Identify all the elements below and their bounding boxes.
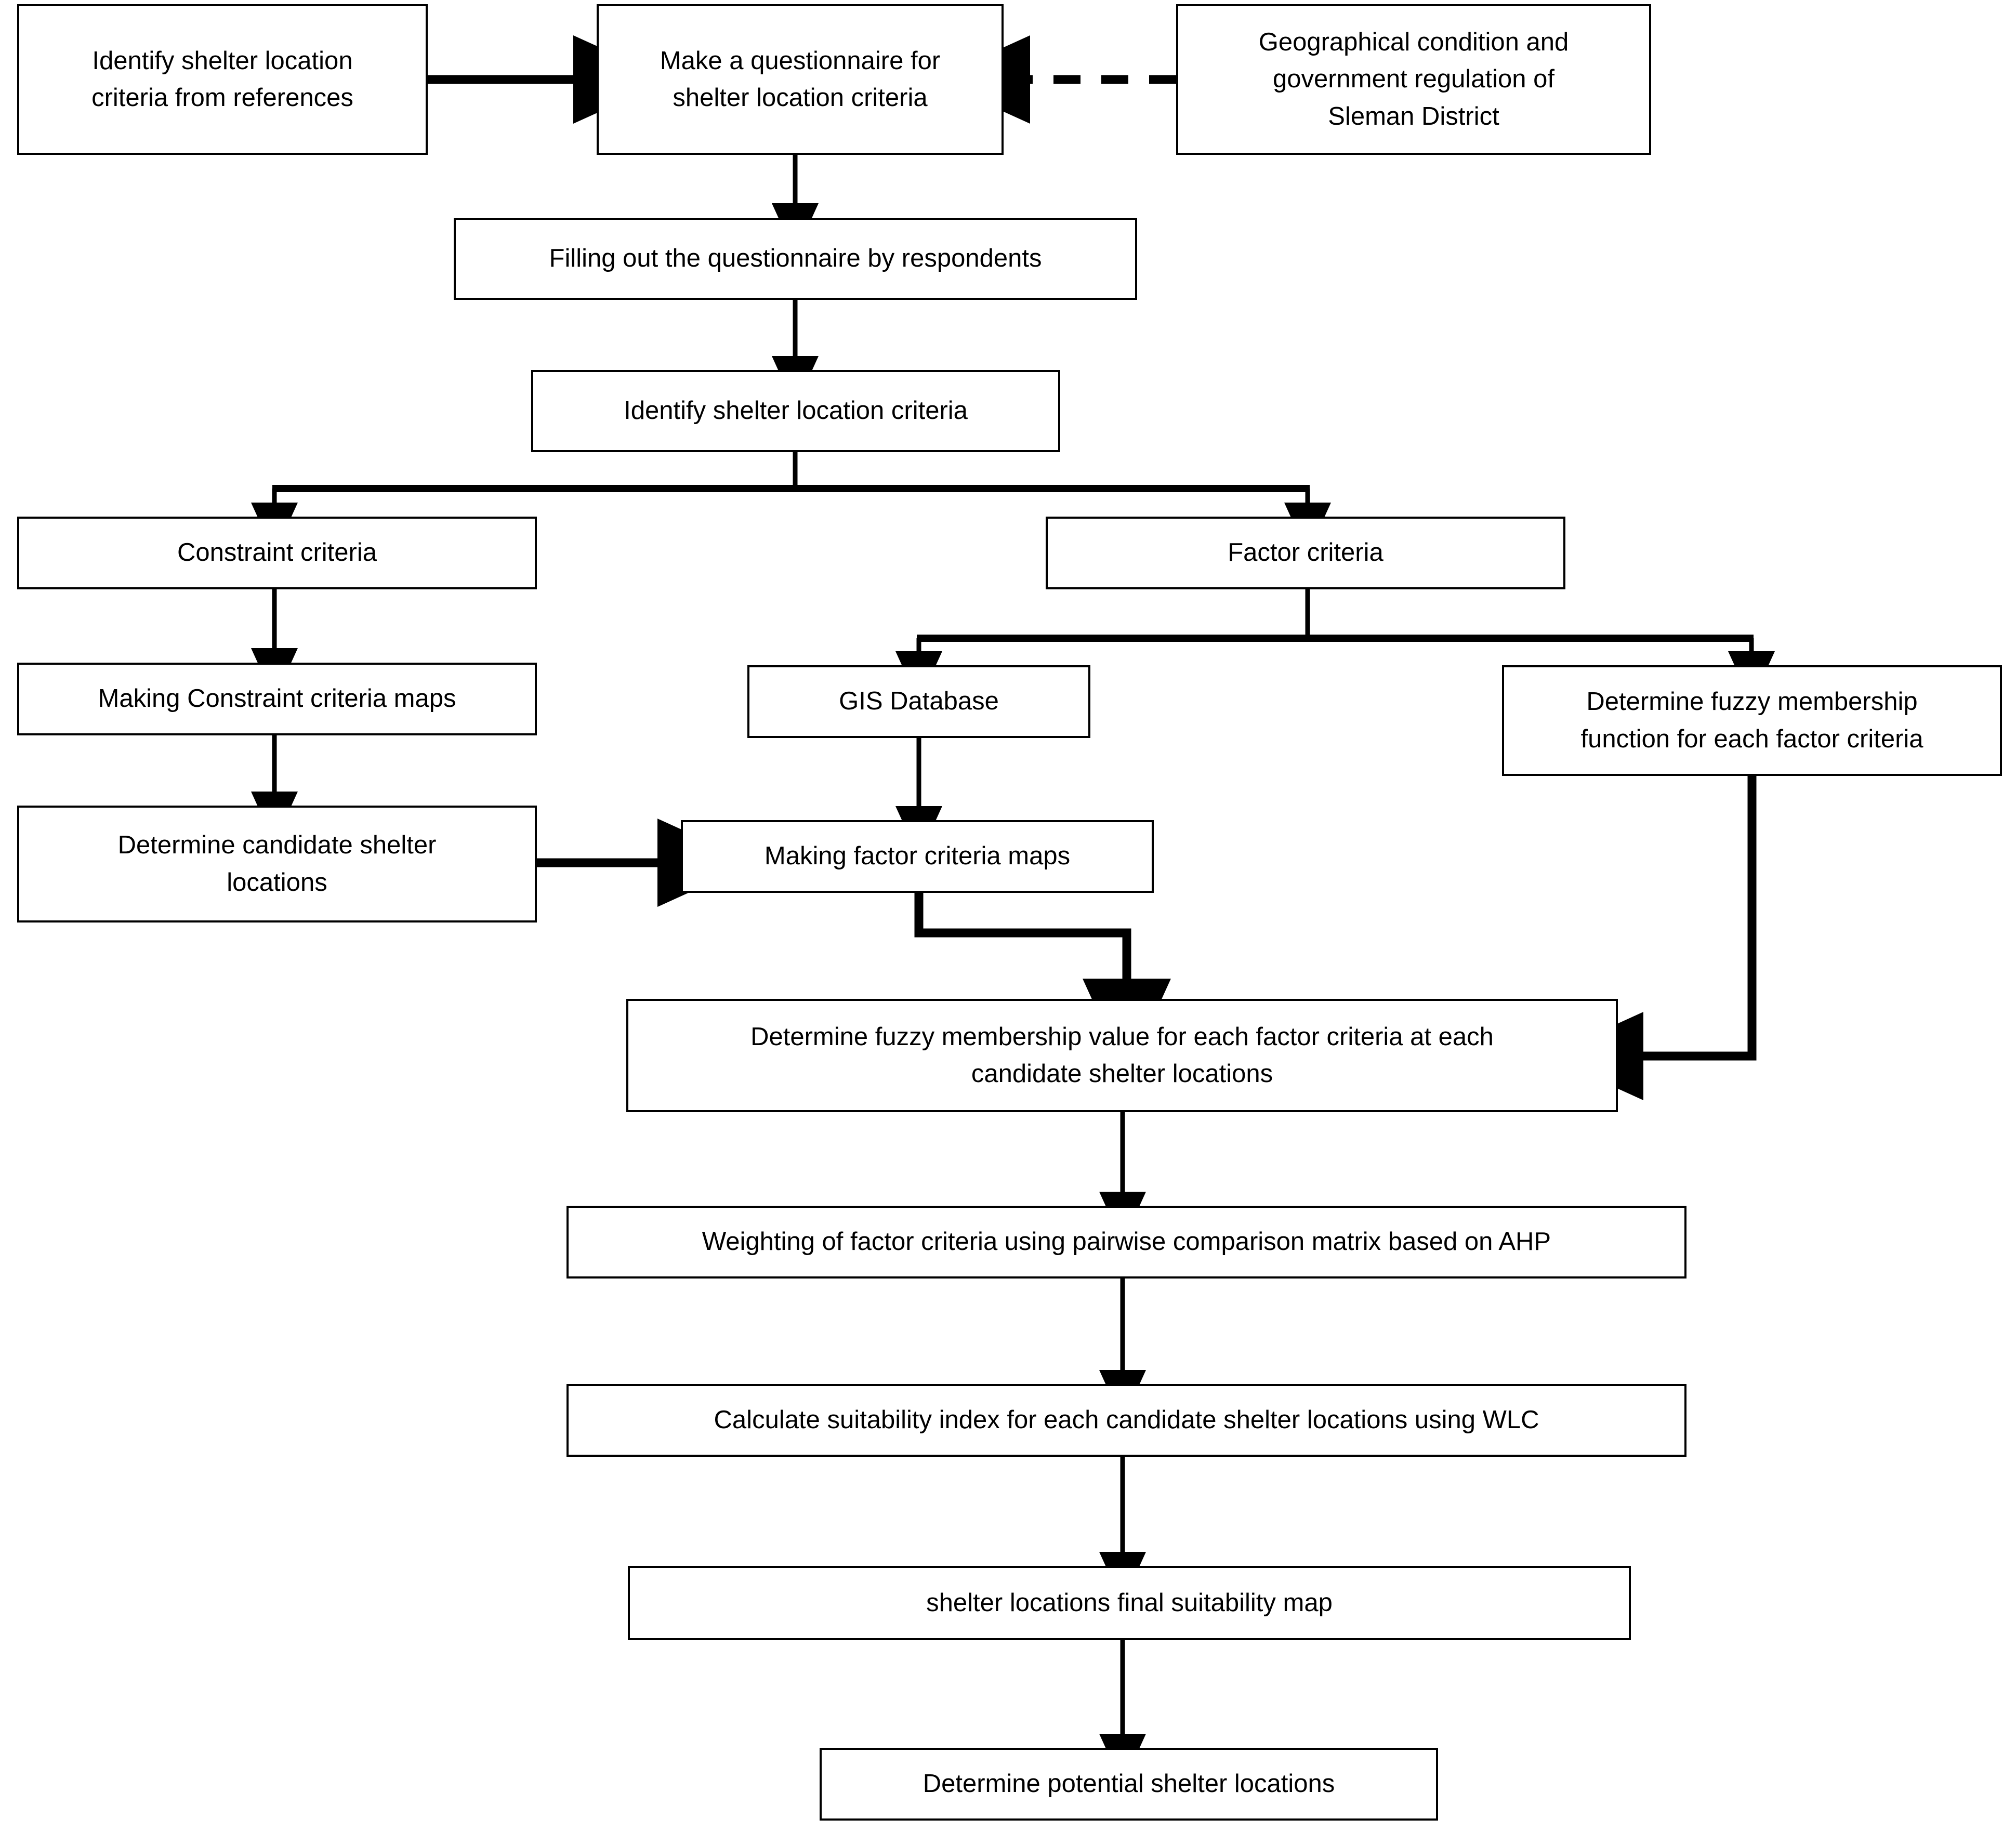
- node-identify-criteria[interactable]: Identify shelter location criteria: [531, 370, 1060, 452]
- edge-factor-split: [895, 589, 1775, 703]
- edge-factor-maps-to-fuzzy-value: [914, 893, 1171, 1076]
- edge-identify-split: [251, 452, 1331, 554]
- edge-fuzzy-function-to-fuzzy-value: [1546, 776, 1757, 1100]
- node-identify-references[interactable]: Identify shelter location criteria from …: [17, 4, 428, 155]
- node-determine-fuzzy-value[interactable]: Determine fuzzy membership value for eac…: [626, 999, 1618, 1112]
- node-determine-candidate-locations[interactable]: Determine candidate shelter locations: [17, 806, 537, 922]
- node-constraint-criteria[interactable]: Constraint criteria: [17, 517, 537, 589]
- node-final-suitability-map[interactable]: shelter locations final suitability map: [628, 1566, 1631, 1640]
- node-geographical-condition[interactable]: Geographical condition and government re…: [1176, 4, 1651, 155]
- node-weighting-ahp[interactable]: Weighting of factor criteria using pairw…: [566, 1206, 1686, 1279]
- node-factor-criteria[interactable]: Factor criteria: [1046, 517, 1565, 589]
- node-calculate-wlc[interactable]: Calculate suitability index for each can…: [566, 1384, 1686, 1457]
- node-make-questionnaire[interactable]: Make a questionnaire for shelter locatio…: [597, 4, 1004, 155]
- node-making-constraint-maps[interactable]: Making Constraint criteria maps: [17, 663, 537, 735]
- node-gis-database[interactable]: GIS Database: [747, 665, 1090, 738]
- node-filling-questionnaire[interactable]: Filling out the questionnaire by respond…: [454, 218, 1137, 300]
- node-determine-potential-locations[interactable]: Determine potential shelter locations: [820, 1748, 1438, 1821]
- node-determine-fuzzy-function[interactable]: Determine fuzzy membership function for …: [1502, 665, 2002, 776]
- node-making-factor-maps[interactable]: Making factor criteria maps: [681, 820, 1154, 893]
